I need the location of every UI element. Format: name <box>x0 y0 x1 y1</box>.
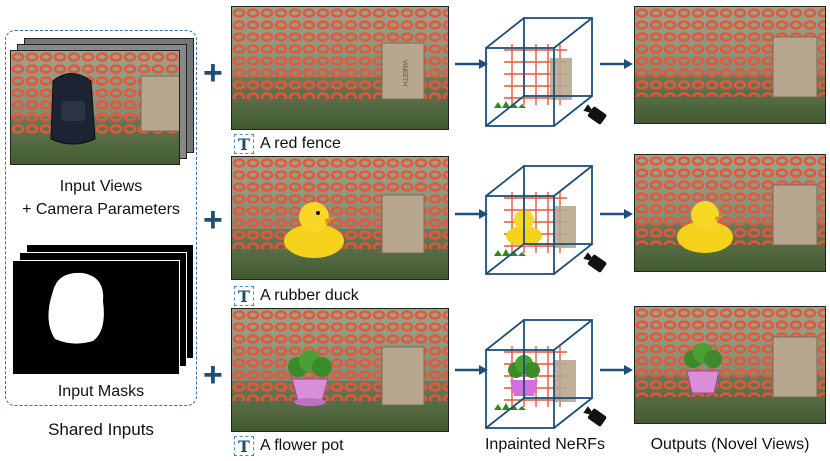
shared-inputs-panel <box>5 30 197 406</box>
input-views-label: Input Views <box>59 178 143 195</box>
row-2-reference-image <box>231 156 449 280</box>
flower-pot-icon <box>684 343 722 394</box>
row-2-caption-text: A rubber duck <box>260 287 359 304</box>
row-3-caption-text: A flower pot <box>260 437 344 454</box>
row-1-output-image <box>634 6 826 124</box>
inpainted-nerfs-label: Inpainted NeRFs <box>484 436 606 453</box>
row-2-output-image <box>634 154 826 272</box>
nerf-cube-row-2 <box>485 165 607 275</box>
plus-sign-row-1: + <box>203 54 223 92</box>
camera-icon <box>583 406 607 427</box>
arrow-to-nerf-row-2 <box>455 209 488 219</box>
text-prompt-icon: T <box>234 286 254 306</box>
camera-parameters-label: + Camera Parameters <box>22 201 180 218</box>
outputs-label: Outputs (Novel Views) <box>650 436 810 453</box>
arrow-to-output-row-3 <box>600 365 633 375</box>
plus-sign-row-2: + <box>203 201 223 239</box>
arrow-to-nerf-row-3 <box>455 365 488 375</box>
box-label: VINEETH <box>401 60 407 86</box>
flower-pot-icon <box>288 350 332 406</box>
input-view-image <box>10 50 180 165</box>
backpack-icon <box>50 73 96 145</box>
input-mask-image <box>12 260 180 375</box>
rubber-duck-icon <box>677 201 733 253</box>
row-1-caption: T A red fence <box>234 134 341 154</box>
row-3-reference-image <box>231 308 449 432</box>
row-3-caption: T A flower pot <box>234 436 344 456</box>
arrow-to-output-row-2 <box>600 209 633 219</box>
camera-icon <box>583 252 607 273</box>
text-prompt-icon: T <box>234 134 254 154</box>
nerf-cube-row-3 <box>485 319 607 429</box>
plus-sign-row-3: + <box>203 356 223 394</box>
arrow-to-output-row-1 <box>600 59 633 69</box>
text-prompt-icon: T <box>234 436 254 456</box>
row-2-caption: T A rubber duck <box>234 286 359 306</box>
row-3-output-image <box>634 306 826 424</box>
shared-inputs-title: Shared Inputs <box>48 420 154 439</box>
arrow-to-nerf-row-1 <box>455 59 488 69</box>
input-masks-label: Input Masks <box>57 383 145 400</box>
nerf-cube-row-1 <box>485 17 607 127</box>
rubber-duck-icon <box>284 202 344 258</box>
row-1-reference-image: VINEETH <box>231 6 449 130</box>
camera-icon <box>583 104 607 125</box>
row-1-caption-text: A red fence <box>260 135 341 152</box>
